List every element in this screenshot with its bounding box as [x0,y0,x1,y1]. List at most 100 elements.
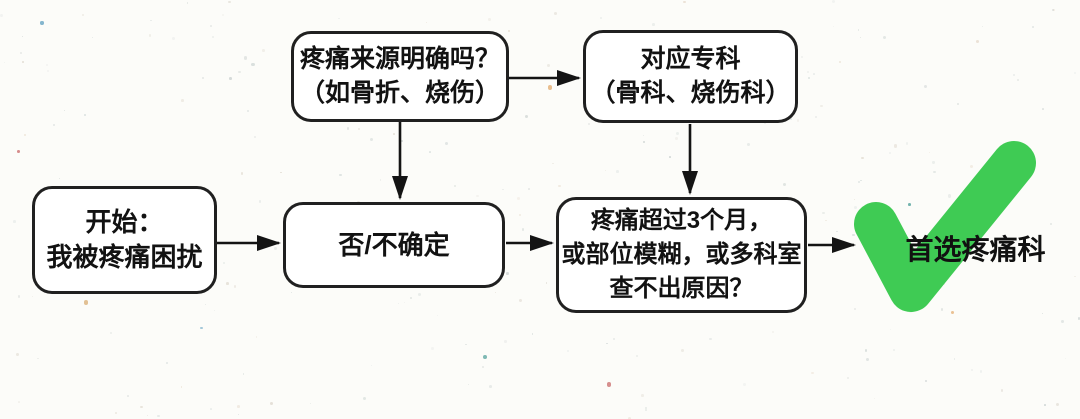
speckle-dot [467,383,470,386]
speckle-dot [339,173,343,177]
speckle-dot [1017,78,1020,81]
speckle-dot [1073,72,1076,75]
speckle-dot [238,414,240,416]
speckle-dot [979,370,983,373]
speckle-dot [518,298,523,303]
speckle-dot [229,77,233,80]
speckle-dot [651,23,655,27]
speckle-dot [628,416,632,419]
speckle-dot [40,21,44,25]
node-specialty: 对应专科 （骨科、烧伤科） [583,30,798,123]
speckle-dot [908,310,912,313]
speckle-dot [251,62,255,66]
speckle-dot [1041,312,1043,314]
speckle-dot [4,61,6,64]
speckle-dot [600,17,602,20]
speckle-dot [83,300,89,305]
speckle-dot [558,184,561,188]
speckle-dot [495,291,497,293]
speckle-dot [860,179,862,181]
node-question-chronic: 疼痛超过3个月， 或部位模糊，或多科室 查不出原因？ [556,197,807,313]
node-question-source-line1: 疼痛来源明确吗？ [299,45,500,73]
speckle-dot [483,355,488,360]
speckle-dot [270,401,274,405]
speckle-dot [1074,275,1076,278]
node-question-chronic-line1: 疼痛超过3个月， [590,206,773,234]
speckle-dot [171,37,175,40]
speckle-dot [221,14,224,17]
speckle-dot [149,19,152,22]
speckle-dot [811,371,814,375]
speckle-dot [83,114,86,117]
speckle-dot [553,12,557,15]
speckle-dot [925,380,928,383]
speckle-dot [635,354,638,358]
speckle-dot [453,184,457,188]
node-start: 开始： 我被疼痛困扰 [32,186,217,294]
speckle-dot [1000,389,1004,392]
speckle-dot [31,295,34,298]
speckle-dot [210,24,213,27]
speckle-dot [552,162,555,165]
node-question-source: 疼痛来源明确吗？ （如骨折、烧伤） [291,31,509,122]
speckle-dot [807,70,809,73]
speckle-dot [17,295,20,298]
speckle-dot [905,142,908,145]
speckle-dot [481,366,484,369]
speckle-dot [338,17,340,19]
speckle-dot [181,99,185,102]
speckle-dot [674,137,678,141]
speckle-dot [932,161,935,164]
speckle-dot [857,29,860,31]
speckle-dot [888,152,891,154]
speckle-dot [110,332,113,335]
speckle-dot [820,104,823,108]
speckle-dot [1050,223,1053,226]
speckle-dot [127,395,129,398]
speckle-dot [807,77,811,80]
speckle-dot [436,314,439,317]
speckle-dot [213,309,216,312]
speckle-dot [866,358,870,362]
speckle-dot [993,217,996,219]
speckle-dot [226,282,229,285]
speckle-dot [616,170,619,173]
speckle-dot [923,84,927,88]
speckle-dot [669,156,671,158]
speckle-dot [1055,403,1060,407]
speckle-dot [976,40,980,44]
speckle-dot [612,337,616,341]
speckle-dot [683,0,687,4]
speckle-dot [853,205,857,209]
speckle-dot [115,412,117,415]
speckle-dot [209,408,212,411]
speckle-dot [244,56,248,60]
speckle-dot [186,2,189,5]
speckle-dot [1010,169,1014,172]
speckle-dot [547,63,551,67]
node-question-source-line2: （如骨折、烧伤） [299,78,500,107]
speckle-dot [379,178,382,181]
speckle-dot [517,196,521,200]
speckle-dot [357,128,360,131]
speckle-dot [157,415,160,418]
speckle-dot [255,336,258,338]
speckle-dot [242,373,245,375]
speckle-dot [82,14,84,16]
speckle-dot [864,349,868,352]
speckle-dot [867,219,870,222]
speckle-dot [838,61,841,64]
speckle-dot [812,73,815,75]
speckle-dot [403,302,405,304]
speckle-dot [0,14,4,18]
speckle-dot [889,214,892,218]
speckle-dot [528,188,530,190]
speckle-dot [397,302,400,305]
speckle-dot [933,170,936,174]
speckle-dot [431,346,435,350]
node-decision-no: 否/不确定 [283,202,505,288]
speckle-dot [953,357,956,360]
speckle-dot [1019,168,1022,171]
speckle-dot [20,52,23,54]
node-specialty-line1: 对应专科 [640,45,741,73]
